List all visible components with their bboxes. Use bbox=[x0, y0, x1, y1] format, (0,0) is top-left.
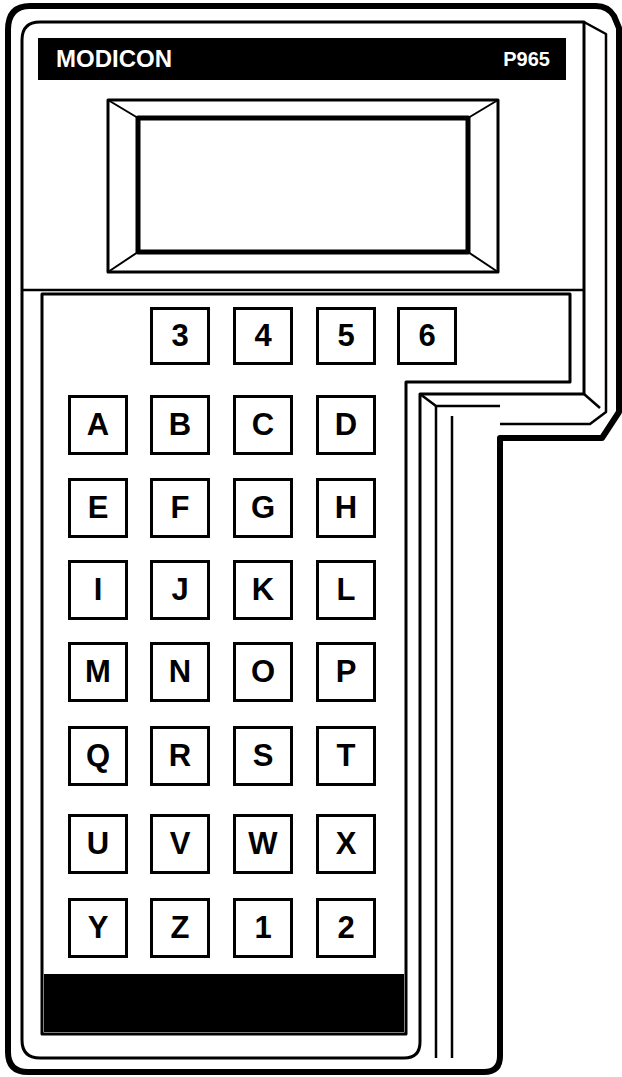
key-label: C bbox=[252, 407, 274, 443]
key-button: P bbox=[316, 642, 376, 702]
side-bevel bbox=[500, 22, 606, 424]
key-label: M bbox=[85, 654, 111, 690]
outer-shell bbox=[8, 6, 619, 1072]
key-button: G bbox=[233, 478, 293, 538]
model-number: P965 bbox=[503, 48, 550, 71]
key-button: Z bbox=[150, 898, 210, 958]
key-button: 1 bbox=[233, 898, 293, 958]
key-label: S bbox=[253, 738, 274, 774]
key-label: W bbox=[248, 826, 277, 862]
key-button: D bbox=[316, 395, 376, 455]
brand-name: MODICON bbox=[56, 45, 172, 73]
key-label: Q bbox=[86, 738, 110, 774]
key-button: C bbox=[233, 395, 293, 455]
key-label: 4 bbox=[254, 318, 271, 354]
key-button: Y bbox=[68, 898, 128, 958]
key-label: K bbox=[252, 572, 274, 608]
key-label: P bbox=[336, 654, 357, 690]
key-button: T bbox=[316, 726, 376, 786]
key-label: E bbox=[88, 490, 109, 526]
key-label: H bbox=[335, 490, 357, 526]
key-button: H bbox=[316, 478, 376, 538]
key-button: 4 bbox=[233, 307, 293, 365]
key-button: B bbox=[150, 395, 210, 455]
key-button: W bbox=[233, 814, 293, 874]
key-button: L bbox=[316, 560, 376, 620]
key-label: 6 bbox=[418, 318, 435, 354]
step-edge bbox=[420, 394, 600, 408]
key-label: R bbox=[169, 738, 191, 774]
key-label: N bbox=[169, 654, 191, 690]
key-button: F bbox=[150, 478, 210, 538]
key-button: 3 bbox=[150, 307, 210, 365]
key-label: 3 bbox=[171, 318, 188, 354]
keypad-panel bbox=[42, 294, 570, 1034]
key-button: I bbox=[68, 560, 128, 620]
key-button: J bbox=[150, 560, 210, 620]
face-divider bbox=[22, 289, 584, 292]
key-button: M bbox=[68, 642, 128, 702]
key-label: X bbox=[336, 826, 357, 862]
key-button: 5 bbox=[316, 307, 376, 365]
key-label: 1 bbox=[254, 910, 271, 946]
key-label: J bbox=[171, 572, 188, 608]
key-label: B bbox=[169, 407, 191, 443]
key-button: N bbox=[150, 642, 210, 702]
key-label: O bbox=[251, 654, 275, 690]
display-screen bbox=[138, 118, 468, 252]
key-button: U bbox=[68, 814, 128, 874]
key-label: U bbox=[87, 826, 109, 862]
key-button: Q bbox=[68, 726, 128, 786]
key-label: V bbox=[170, 826, 191, 862]
key-label: Y bbox=[88, 910, 109, 946]
key-button: V bbox=[150, 814, 210, 874]
bottom-bar bbox=[44, 974, 404, 1032]
key-button: R bbox=[150, 726, 210, 786]
key-label: 5 bbox=[337, 318, 354, 354]
key-label: F bbox=[171, 490, 190, 526]
key-button: X bbox=[316, 814, 376, 874]
key-button: 6 bbox=[397, 307, 457, 365]
key-button: O bbox=[233, 642, 293, 702]
key-button: S bbox=[233, 726, 293, 786]
key-label: I bbox=[94, 572, 103, 608]
key-button: 2 bbox=[316, 898, 376, 958]
key-button: A bbox=[68, 395, 128, 455]
front-face bbox=[22, 22, 584, 1058]
key-label: L bbox=[337, 572, 356, 608]
key-label: Z bbox=[171, 910, 190, 946]
display-frame bbox=[108, 100, 498, 272]
key-label: T bbox=[337, 738, 356, 774]
key-button: E bbox=[68, 478, 128, 538]
key-label: G bbox=[251, 490, 275, 526]
display-bevel bbox=[108, 100, 498, 272]
header-band: MODICON P965 bbox=[38, 38, 566, 80]
side-face bbox=[436, 406, 452, 1058]
key-label: D bbox=[335, 407, 357, 443]
key-button: K bbox=[233, 560, 293, 620]
key-label: 2 bbox=[337, 910, 354, 946]
key-label: A bbox=[87, 407, 109, 443]
